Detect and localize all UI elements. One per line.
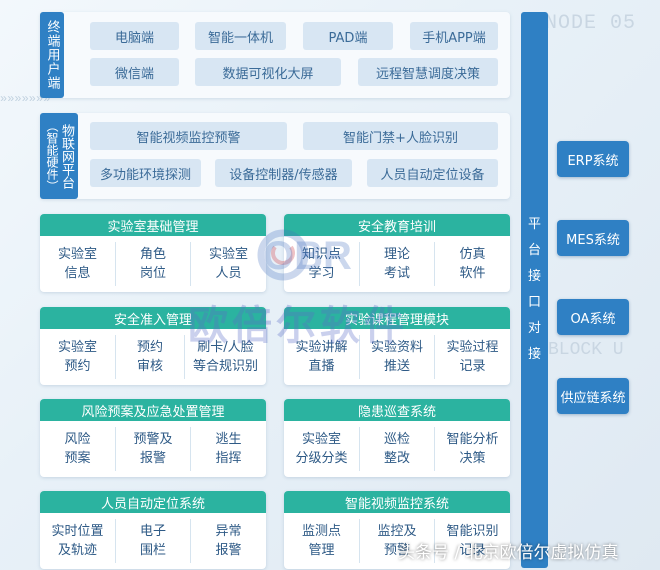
divider: [190, 242, 191, 286]
module-item: 风险 预案: [64, 432, 91, 466]
module-item: 监测点 管理: [301, 524, 341, 558]
module-hazard-patrol: 隐患巡查系统 实验室 分级分类 巡检 整改 智能分析 决策: [284, 399, 510, 477]
iot-item-video: 智能视频监控预警: [90, 122, 287, 150]
module-title: 人员自动定位系统: [40, 491, 266, 513]
watermark-logo: OBR: [257, 229, 352, 281]
module-title: 智能视频监控系统: [284, 491, 510, 513]
module-title: 隐患巡查系统: [284, 399, 510, 421]
module-item: 角色 岗位: [139, 247, 166, 281]
divider: [359, 335, 360, 379]
module-item: 巡检 整改: [383, 432, 410, 466]
module-item: 理论 考试: [383, 247, 410, 281]
divider: [434, 242, 435, 286]
module-item: 智能分析 决策: [446, 432, 499, 466]
terminal-item-bigscreen: 数据可视化大屏: [195, 58, 341, 86]
divider: [115, 335, 116, 379]
module-safety-training: 安全教育培训 知识点 学习 理论 考试 仿真 软件: [284, 214, 510, 292]
terminal-item-wechat: 微信端: [90, 58, 179, 86]
iot-tag-main: 物联网平台: [59, 123, 74, 189]
module-lab-basic: 实验室基础管理 实验室 信息 角色 岗位 实验室 人员: [40, 214, 266, 292]
bg-arrows: »»»»»»»: [0, 92, 51, 106]
module-access: 安全准入管理 实验室 预约 预约 审核 刷卡/人脸 等合规识别: [40, 307, 266, 385]
bg-node-text: NODE 05: [545, 12, 637, 35]
footer-credit: 头条号 / 北京欧倍尔虚拟仿真: [398, 543, 619, 563]
divider: [115, 242, 116, 286]
iot-tag: 物联网平台 （智能硬件）: [40, 113, 78, 199]
bg-block-text: BLOCK U: [548, 340, 624, 360]
bar-char: 平: [527, 217, 541, 232]
module-item: 实验讲解 直播: [295, 340, 348, 374]
bar-char: 对: [527, 321, 541, 336]
module-course: 实验课程管理模块 实验讲解 直播 实验资料 推送 实验过程 记录: [284, 307, 510, 385]
module-item: 实验资料 推送: [370, 340, 423, 374]
watermark-brand: 欧倍尔软件: [188, 303, 408, 349]
divider: [434, 427, 435, 471]
iot-tag-sub: （智能硬件）: [45, 120, 59, 192]
module-item: 实验室 信息: [57, 247, 97, 281]
module-item: 实验室 预约: [57, 340, 97, 374]
module-item: 刷卡/人脸 等合规识别: [192, 340, 258, 374]
platform-interface-bar: 平 台 接 口 对 接: [521, 12, 548, 568]
iot-item-locator: 人员自动定位设备: [367, 159, 498, 187]
module-item: 电子 围栏: [139, 524, 166, 558]
divider: [359, 519, 360, 563]
system-supply-chain: 供应链系统: [557, 378, 629, 414]
module-title: 安全教育培训: [284, 214, 510, 236]
divider: [434, 335, 435, 379]
module-item: 实验过程 记录: [446, 340, 499, 374]
iot-item-device: 设备控制器/传感器: [215, 159, 352, 187]
module-personnel-location: 人员自动定位系统 实时位置 及轨迹 电子 围栏 异常 报警: [40, 491, 266, 569]
system-erp: ERP系统: [557, 141, 629, 177]
divider: [190, 427, 191, 471]
module-item: 知识点 学习: [301, 247, 341, 281]
divider: [184, 335, 185, 379]
terminal-tag-label: 终端用户端: [44, 20, 60, 90]
terminal-item-pad: PAD端: [303, 22, 393, 50]
module-title: 安全准入管理: [40, 307, 266, 329]
bar-char: 接: [527, 269, 541, 284]
system-oa: OA系统: [557, 299, 629, 335]
module-video-monitoring: 智能视频监控系统 监测点 管理 监控及 预警 智能识别 记录: [284, 491, 510, 569]
module-title: 风险预案及应急处置管理: [40, 399, 266, 421]
system-mes: MES系统: [557, 220, 629, 256]
terminal-item-pc: 电脑端: [90, 22, 179, 50]
iot-item-access: 智能门禁+人脸识别: [303, 122, 498, 150]
divider: [359, 242, 360, 286]
module-item: 异常 报警: [215, 524, 242, 558]
divider: [359, 427, 360, 471]
module-item: 预约 审核: [136, 340, 163, 374]
iot-item-env: 多功能环境探测: [90, 159, 201, 187]
terminal-item-kiosk: 智能一体机: [195, 22, 286, 50]
divider: [190, 519, 191, 563]
divider: [115, 519, 116, 563]
module-item: 监控及 预警: [377, 524, 417, 558]
bar-char: 接: [527, 347, 541, 362]
module-item: 实验室 分级分类: [295, 432, 348, 466]
module-item: 仿真 软件: [459, 247, 486, 281]
module-item: 实验室 人员: [208, 247, 248, 281]
watermark-logo-text: OBR: [263, 234, 352, 278]
module-item: 逃生 指挥: [215, 432, 242, 466]
module-item: 智能识别 记录: [446, 524, 499, 558]
terminal-tag: 终端用户端: [40, 12, 64, 98]
module-item: 实时位置 及轨迹: [51, 524, 104, 558]
module-item: 预警及 报警: [133, 432, 173, 466]
bar-char: 口: [527, 295, 541, 310]
terminal-item-remote: 远程智慧调度决策: [358, 58, 498, 86]
divider: [434, 519, 435, 563]
bar-char: 台: [527, 243, 541, 258]
module-title: 实验课程管理模块: [284, 307, 510, 329]
divider: [115, 427, 116, 471]
module-risk-emergency: 风险预案及应急处置管理 风险 预案 预警及 报警 逃生 指挥: [40, 399, 266, 477]
module-title: 实验室基础管理: [40, 214, 266, 236]
terminal-item-app: 手机APP端: [410, 22, 498, 50]
